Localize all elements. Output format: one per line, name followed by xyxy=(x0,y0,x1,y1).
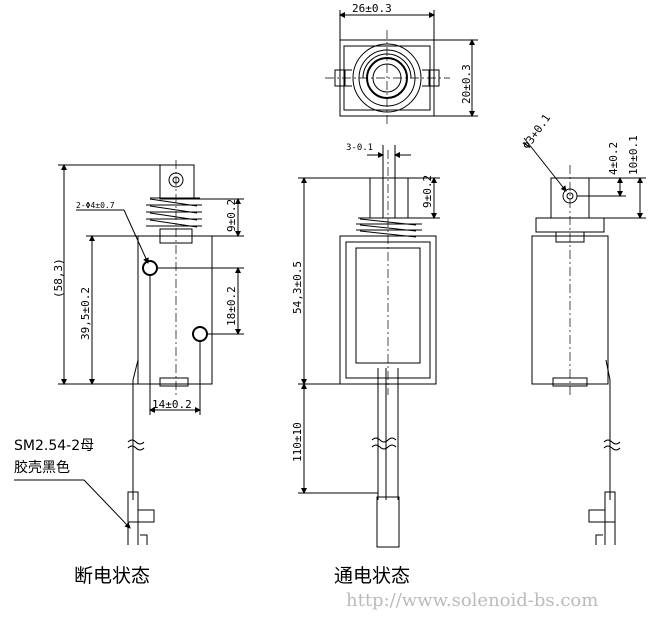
off-hole-spec-label: 2-Φ4±0.7 xyxy=(76,201,115,210)
side-view: Φ3+0.1 4±0.2 10±0.1 xyxy=(520,112,646,545)
off-top-label: 9±0.2 xyxy=(225,199,238,232)
off-state-view: (58,3) 39,5±0.2 9±0.2 18±0.2 14±0.2 2-Φ4… xyxy=(14,160,244,587)
top-width-label: 26±0.3 xyxy=(352,2,392,15)
side-b-label: 10±0.1 xyxy=(627,135,640,175)
off-hole-offset-label: 18±0.2 xyxy=(225,286,238,326)
side-a-label: 4±0.2 xyxy=(607,142,620,175)
off-body-label: 39,5±0.2 xyxy=(79,287,92,340)
on-body-label: 54,3±0.5 xyxy=(291,261,304,314)
top-view: 26±0.3 20±0.3 xyxy=(325,2,478,125)
connector-note-line1: SM2.54-2母 xyxy=(14,438,94,454)
top-height-label: 20±0.3 xyxy=(460,64,473,104)
off-overall-label: (58,3) xyxy=(52,258,65,298)
off-state-caption: 断电状态 xyxy=(74,565,150,587)
off-width-label: 14±0.2 xyxy=(152,398,192,411)
on-lead-label: 110±10 xyxy=(291,422,304,462)
on-state-caption: 通电状态 xyxy=(334,565,410,587)
watermark-url: http://www.solenoid-bs.com xyxy=(346,590,598,611)
side-hole-label: Φ3+0.1 xyxy=(520,112,553,152)
connector-note-line2: 胶壳黑色 xyxy=(14,459,70,476)
on-state-view: 3-0.1 9±0.2 54,3±0.5 110±10 通电状态 xyxy=(291,143,440,587)
on-shaft-label: 3-0.1 xyxy=(346,143,373,153)
on-top-label: 9±0.2 xyxy=(421,175,434,208)
